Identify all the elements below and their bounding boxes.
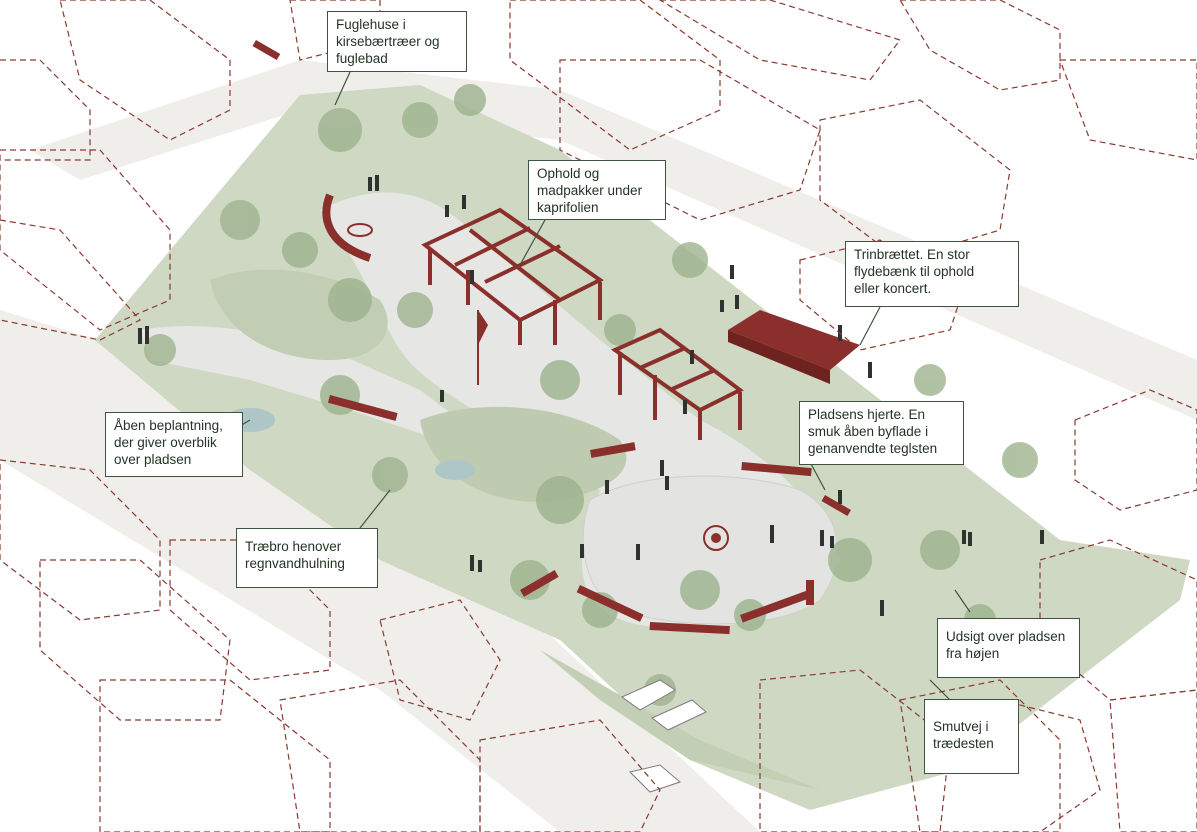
callout-mound-view: Udsigt over pladsen fra højen [937,618,1080,678]
pergola-small [610,327,744,440]
plaza-target-inner [711,533,721,543]
birdbath [347,223,373,237]
people [138,175,1044,616]
darker-planting-bed [420,406,627,502]
callout-line: kaprifolien [537,200,599,215]
callout-line: Fuglehuse i [336,17,406,32]
callout-line: smuk åben byflade i [808,424,929,439]
road-top [30,60,1197,420]
stage-platform-side [728,330,830,384]
callout-open-planting: Åben beplantning, der giver overblik ove… [105,412,243,477]
callout-line: fuglebad [336,51,388,66]
benches [252,39,851,635]
callout-wooden-bridge: Træbro henover regnvandhulning [236,528,378,588]
callout-plaza-heart: Pladsens hjerte. En smuk åben byflade i … [799,401,964,465]
callout-line: Åben beplantning, [114,418,223,433]
callout-stage: Trinbrættet. En stor flydebænk til ophol… [845,241,1019,307]
callout-line: fra højen [946,646,1000,661]
plaza-target [703,525,729,551]
callout-line: eller koncert. [854,281,932,296]
callout-line: Ophold og [537,166,600,181]
callout-pergola-lunch: Ophold og madpakker under kaprifolien [528,160,666,220]
callout-line: regnvandhulning [245,556,345,571]
pergola-large [421,207,604,345]
callout-stepping-stones: Smutvej i trædesten [924,699,1019,774]
callout-line: Udsigt over pladsen [946,629,1066,644]
stage-platform [728,310,860,370]
callout-line: Træbro henover [245,539,342,554]
callout-line: kirsebærtræer og [336,34,440,49]
callout-line: over pladsen [114,452,192,467]
callout-line: Trinbrættet. En stor [854,247,970,262]
cars [621,679,707,793]
callout-line: madpakker under [537,183,643,198]
callout-birdhouses: Fuglehuse i kirsebærtræer og fuglebad [327,11,467,72]
callout-line: genanvendte teglsten [808,441,938,456]
callout-line: Pladsens hjerte. En [808,407,926,422]
callout-line: der giver overblik [114,435,217,450]
flag [478,310,488,345]
callout-line: trædesten [933,736,994,751]
curved-bench [322,193,372,262]
callout-line: Smutvej i [933,719,989,734]
callout-line: flydebænk til ophold [854,264,975,279]
rain-basin-2 [435,460,475,480]
